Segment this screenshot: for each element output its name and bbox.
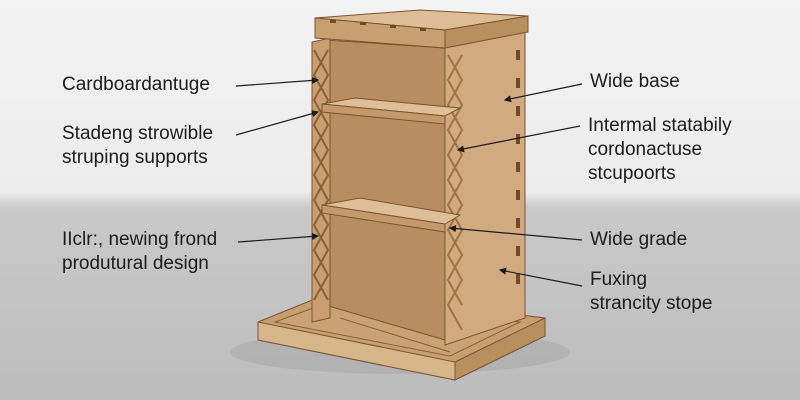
leader-wide-grade bbox=[448, 224, 583, 241]
label-internal-line-2: cordonactuse bbox=[588, 139, 703, 160]
leader-fuxing bbox=[498, 267, 583, 287]
label-newing: IIclr:, newing frond produtural design bbox=[62, 228, 217, 276]
label-wide-base-line-1: Wide base bbox=[590, 71, 680, 92]
label-fuxing-line-1: Fuxing bbox=[590, 269, 648, 290]
label-newing-line-2: produtural design bbox=[62, 253, 209, 274]
label-internal-line-3: stcupoorts bbox=[588, 163, 676, 184]
label-stadeng: Stadeng strowible struping supports bbox=[62, 122, 213, 170]
label-stadeng-line-2: struping supports bbox=[62, 147, 208, 168]
leader-internal bbox=[456, 125, 581, 153]
label-wide-grade: Wide grade bbox=[590, 228, 687, 252]
label-internal-line-1: Intermal statabily bbox=[588, 115, 732, 136]
label-fuxing: Fuxing strancity stope bbox=[590, 268, 713, 316]
lower-shelf bbox=[321, 197, 462, 233]
label-fuxing-line-2: strancity stope bbox=[590, 293, 713, 314]
label-newing-line-1: IIclr:, newing frond bbox=[62, 229, 218, 250]
right-side-panel bbox=[444, 21, 526, 346]
top-tray bbox=[314, 9, 529, 49]
upper-shelf bbox=[321, 97, 462, 125]
leader-cardboard bbox=[235, 76, 320, 87]
label-internal: Intermal statabily cordonactuse stcupoor… bbox=[588, 114, 732, 186]
leader-stadeng bbox=[235, 110, 320, 136]
label-stadeng-line-1: Stadeng strowible bbox=[62, 123, 214, 144]
label-cardboard: Cardboardantuge bbox=[62, 73, 210, 97]
label-wide-grade-line-1: Wide grade bbox=[590, 229, 688, 250]
leader-newing bbox=[237, 232, 320, 243]
label-wide-base: Wide base bbox=[590, 70, 680, 94]
label-cardboard-line-1: Cardboardantuge bbox=[62, 74, 210, 95]
leader-wide-base bbox=[503, 83, 583, 103]
